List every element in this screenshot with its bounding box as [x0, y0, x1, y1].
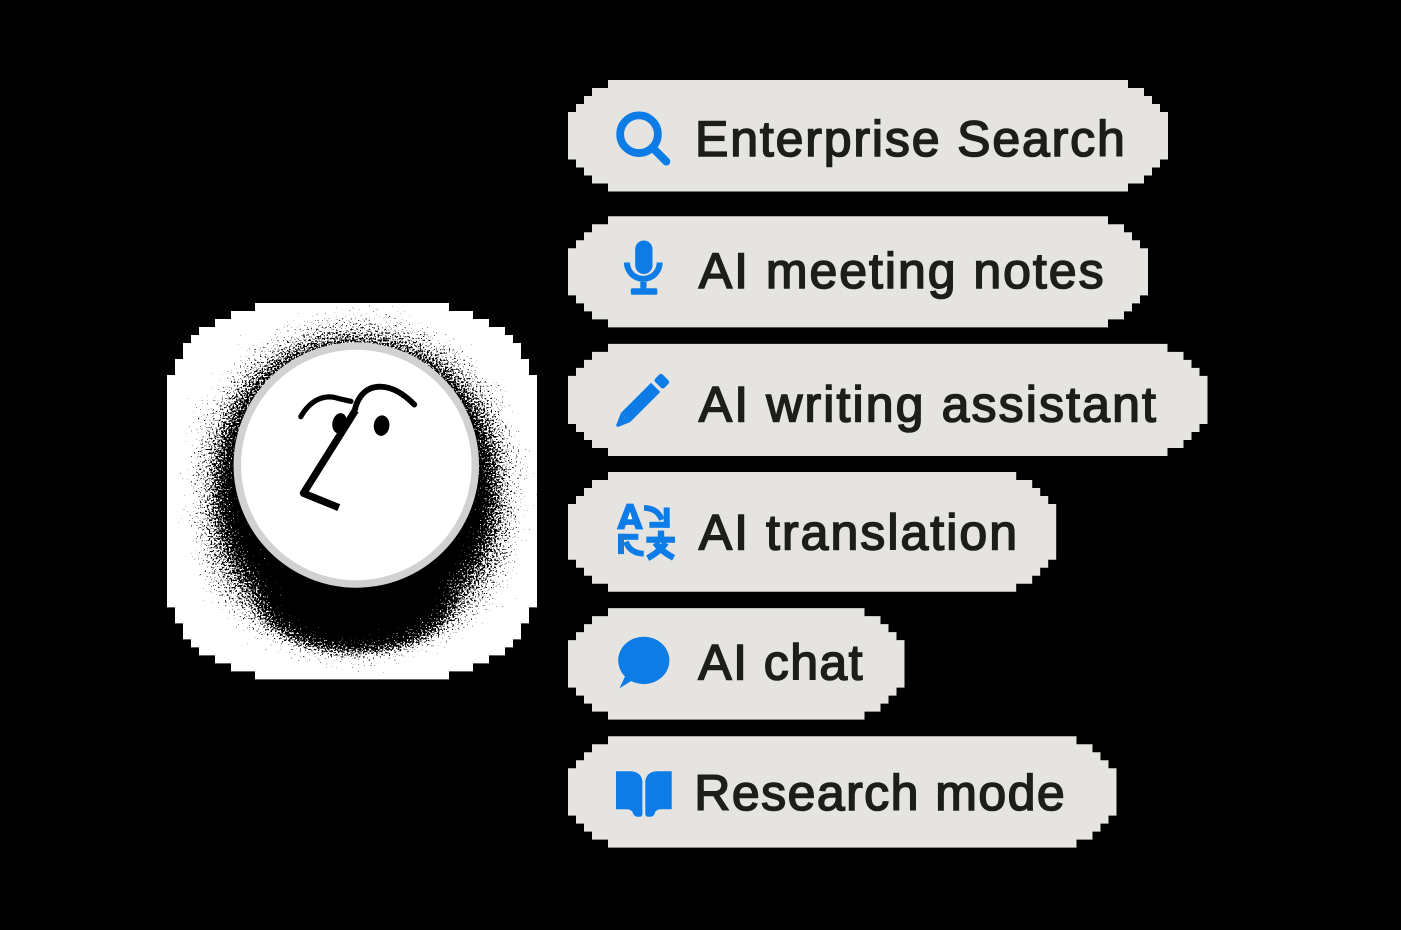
- svg-text:Enterprise Search: Enterprise Search: [695, 111, 1127, 167]
- svg-text:AI chat: AI chat: [698, 635, 864, 691]
- svg-text:AI meeting notes: AI meeting notes: [699, 243, 1106, 299]
- svg-text:AI writing assistant: AI writing assistant: [699, 377, 1158, 433]
- svg-text:Research mode: Research mode: [694, 765, 1066, 821]
- svg-text:AI translation: AI translation: [699, 504, 1019, 560]
